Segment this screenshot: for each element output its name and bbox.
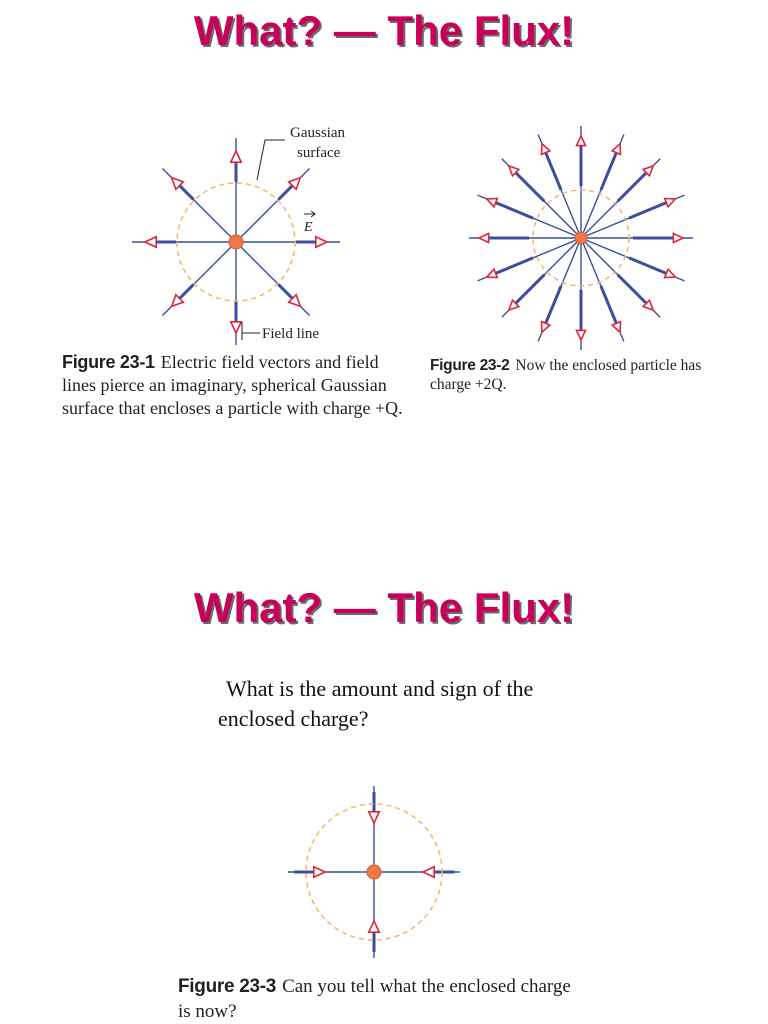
field-arrowhead: [507, 298, 521, 312]
field-arrowhead: [610, 142, 622, 156]
field-arrowhead: [367, 919, 381, 933]
field-vector: [599, 152, 618, 191]
question-line-1: What is the amount and sign of the: [226, 676, 534, 701]
field-arrowhead: [641, 164, 655, 178]
field-vector: [616, 171, 648, 203]
charge-particle: [228, 234, 244, 250]
field-vector-label: E: [303, 220, 313, 235]
field-vector: [495, 201, 534, 220]
vector-arrow-head: [310, 210, 316, 218]
slide-1: What? — The Flux! Gaussian surface E Fie…: [62, 7, 730, 420]
field-vector: [628, 256, 667, 275]
field-vector: [544, 152, 563, 191]
figure-number: Figure 23-3: [178, 976, 277, 997]
field-arrowhead: [143, 235, 158, 249]
field-arrowhead: [315, 235, 329, 249]
field-arrowhead: [477, 232, 490, 244]
field-arrowhead: [367, 810, 381, 825]
field-arrowhead: [663, 197, 677, 209]
slide-2: What? — The Flux! What is the amount and…: [0, 512, 768, 1024]
question-text: What is the amount and sign of the enclo…: [218, 674, 618, 734]
gaussian-label-line1: Gaussian: [290, 125, 345, 141]
field-arrowhead: [575, 134, 587, 147]
field-arrowhead: [287, 293, 302, 308]
field-vector: [178, 184, 195, 201]
field-arrowhead: [485, 197, 499, 209]
gaussian-pointer: [256, 139, 285, 181]
field-arrowhead: [485, 267, 499, 279]
charge-particle: [574, 231, 588, 245]
field-arrowhead: [287, 176, 302, 191]
figure-number: Figure 23-2: [430, 357, 510, 374]
field-arrowhead: [170, 176, 185, 191]
field-vector: [616, 273, 648, 305]
field-arrowhead: [312, 865, 327, 879]
field-arrowhead: [610, 320, 622, 334]
gaussian-surface: [176, 182, 296, 302]
field-vector: [514, 171, 546, 203]
figure-23-2-diagram: [469, 126, 693, 350]
figure-23-3-diagram: [288, 786, 460, 958]
field-vector: [495, 256, 534, 275]
charge-particle: [366, 864, 382, 880]
field-arrowhead: [575, 329, 587, 342]
field-arrowhead: [229, 149, 243, 164]
field-arrowhead: [663, 267, 677, 279]
field-vector: [544, 285, 563, 324]
figure-number: Figure 23-1: [62, 352, 155, 372]
field-vector: [599, 285, 618, 324]
caption-text: Can you tell what the enclosed charge is…: [178, 976, 571, 1022]
field-arrowhead: [507, 164, 521, 178]
field-line-pointer: [241, 322, 260, 340]
gaussian-label-line2: surface: [297, 145, 341, 161]
field-arrows: [312, 810, 435, 933]
field-line-label: Field line: [262, 326, 319, 342]
field-arrows: [477, 134, 685, 342]
field-vector: [178, 283, 195, 300]
field-arrows: [143, 149, 329, 335]
field-vector: [277, 184, 294, 201]
slide-title: What? — The Flux!: [193, 7, 575, 54]
field-arrowhead: [170, 293, 185, 308]
field-vector: [628, 201, 667, 220]
gaussian-surface: [305, 803, 443, 941]
field-arrowhead: [672, 232, 685, 244]
field-arrowhead: [229, 321, 243, 335]
field-lines: [288, 786, 460, 958]
field-arrowhead: [421, 865, 435, 879]
caption-text: Electric field vectors and field lines p…: [62, 352, 403, 418]
question-line-2: enclosed charge?: [218, 706, 369, 731]
field-arrowhead: [540, 320, 552, 334]
gaussian-surface: [532, 189, 630, 287]
field-arrowhead: [641, 298, 655, 312]
field-vector: [514, 273, 546, 305]
field-vector: [277, 283, 294, 300]
slide-title: What? — The Flux!: [193, 584, 575, 631]
field-arrowhead: [540, 142, 552, 156]
caption-text: Now the enclosed particle has charge +2Q…: [430, 357, 702, 393]
figure-23-1-diagram: Gaussian surface E Field line: [132, 125, 345, 345]
